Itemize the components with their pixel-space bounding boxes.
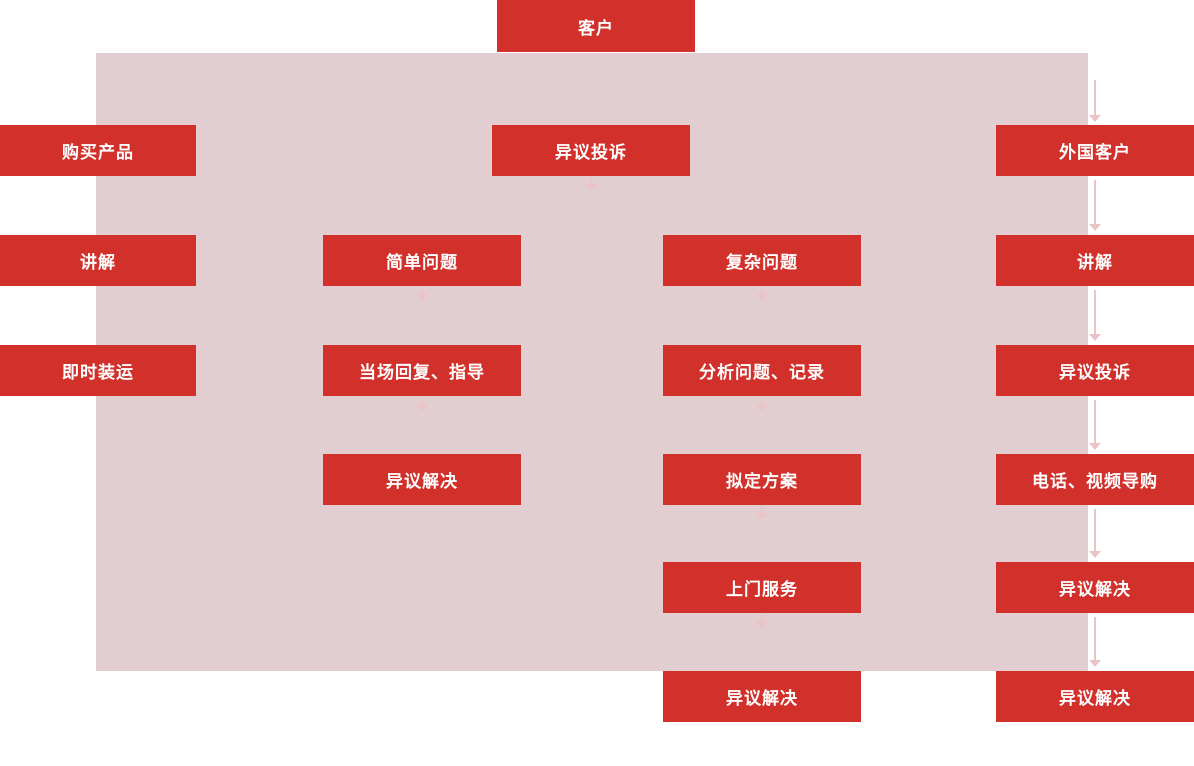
node-simple-problem: 简单问题: [323, 235, 521, 286]
arrow-head-icon: [1089, 551, 1101, 558]
arrow-stem: [1094, 617, 1096, 660]
arrow-stem: [761, 288, 763, 294]
node-objection-complaint-foreign: 异议投诉: [996, 345, 1194, 396]
node-draft-plan: 拟定方案: [663, 454, 861, 505]
node-purchase-product: 购买产品: [0, 125, 196, 176]
arrow-stem: [590, 178, 592, 184]
arrow-head-icon: [756, 404, 768, 411]
arrow-resolve-to-resolve-foreign: [1088, 617, 1102, 667]
arrow-stem: [421, 288, 423, 294]
arrow-below-analyze-record: [755, 398, 769, 411]
arrow-head-icon: [585, 184, 597, 191]
arrow-below-draft-plan: [755, 507, 769, 520]
arrow-stem: [1094, 80, 1096, 115]
node-onsite-reply-guidance: 当场回复、指导: [323, 345, 521, 396]
node-foreign-customer: 外国客户: [996, 125, 1194, 176]
node-explain-left: 讲解: [0, 235, 196, 286]
arrow-head-icon: [416, 404, 428, 411]
arrow-stem: [421, 398, 423, 404]
arrow-below-complaint: [584, 178, 598, 191]
node-complex-problem: 复杂问题: [663, 235, 861, 286]
arrow-below-simple-problem: [415, 288, 429, 301]
arrow-below-door-service: [755, 615, 769, 628]
arrow-head-icon: [756, 294, 768, 301]
node-phone-video-shopping-guide: 电话、视频导购: [996, 454, 1194, 505]
arrow-head-icon: [756, 621, 768, 628]
arrow-explain-to-complaint-foreign: [1088, 290, 1102, 341]
arrow-complaint-to-phone-video: [1088, 400, 1102, 450]
arrow-below-onsite-reply: [415, 398, 429, 411]
arrow-head-icon: [416, 294, 428, 301]
arrow-head-icon: [756, 513, 768, 520]
node-objection-resolved-simple: 异议解决: [323, 454, 521, 505]
arrow-head-icon: [1089, 224, 1101, 231]
arrow-stem: [1094, 400, 1096, 443]
arrow-head-icon: [1089, 443, 1101, 450]
arrow-stem: [1094, 509, 1096, 551]
node-objection-resolved-foreign-1: 异议解决: [996, 562, 1194, 613]
arrow-head-icon: [1089, 115, 1101, 122]
arrow-foreign-customer-to-explain: [1088, 180, 1102, 231]
node-analyze-record: 分析问题、记录: [663, 345, 861, 396]
node-customer: 客户: [497, 0, 695, 52]
node-objection-complaint: 异议投诉: [492, 125, 690, 176]
node-objection-resolved-complex: 异议解决: [663, 671, 861, 722]
arrow-below-complex-problem: [755, 288, 769, 301]
node-immediate-shipment: 即时装运: [0, 345, 196, 396]
arrow-head-icon: [1089, 334, 1101, 341]
arrow-stem: [761, 507, 763, 513]
node-door-to-door-service: 上门服务: [663, 562, 861, 613]
arrow-head-icon: [1089, 660, 1101, 667]
arrow-stem: [1094, 290, 1096, 334]
node-explain-foreign: 讲解: [996, 235, 1194, 286]
arrow-panel-to-foreign-customer: [1088, 80, 1102, 122]
arrow-stem: [761, 615, 763, 621]
node-objection-resolved-foreign-2: 异议解决: [996, 671, 1194, 722]
arrow-stem: [1094, 180, 1096, 224]
arrow-stem: [761, 398, 763, 404]
arrow-phone-video-to-resolve: [1088, 509, 1102, 558]
